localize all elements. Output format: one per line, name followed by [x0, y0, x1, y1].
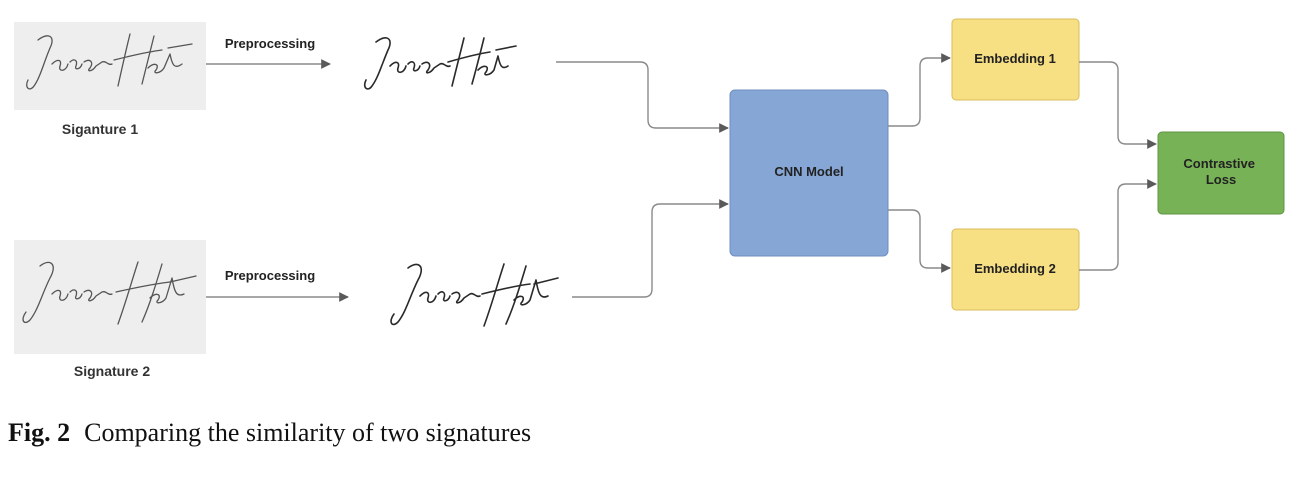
signature-2-processed-ink — [390, 263, 559, 327]
edge-signature-2-to-cnn — [572, 199, 729, 298]
contrastive-loss-box — [1157, 131, 1285, 215]
embedding-1-node: Embedding 1 — [951, 18, 1080, 101]
cnn-model-node: CNN Model — [729, 89, 889, 257]
signature-2-scan — [14, 240, 206, 354]
preprocessing-label-2: Preprocessing — [225, 268, 315, 283]
figure-caption-text: Comparing the similarity of two signatur… — [84, 418, 532, 447]
signature-comparison-diagram: Siganture 1 Preprocessing Signature 2 — [14, 18, 1285, 379]
signature-2-caption: Signature 2 — [74, 363, 150, 379]
cnn-model-box — [729, 89, 889, 257]
edge-embedding-2-to-loss — [1079, 179, 1157, 271]
signature-1-raw-ink — [26, 33, 193, 90]
contrastive-loss-label-line-1: Contrastive — [1183, 156, 1255, 171]
contrastive-loss-label: Contrastive Loss — [1183, 156, 1258, 187]
signature-1-caption: Siganture 1 — [62, 121, 138, 137]
edge-embedding-1-to-loss — [1079, 61, 1157, 149]
signature-2-raw-ink — [22, 261, 197, 325]
edge-cnn-to-embedding-2 — [888, 209, 951, 273]
embedding-2-label: Embedding 2 — [974, 261, 1056, 276]
cnn-model-label: CNN Model — [774, 164, 843, 179]
preprocessing-label-1: Preprocessing — [225, 36, 315, 51]
figure-label: Fig. 2 — [8, 418, 71, 447]
signature-1-scan — [14, 22, 206, 110]
embedding-1-box — [951, 18, 1080, 101]
signature-1-processed-ink — [363, 37, 517, 90]
edge-signature-1-to-cnn — [556, 61, 729, 133]
contrastive-loss-node: Contrastive Loss — [1157, 131, 1285, 215]
embedding-2-node: Embedding 2 — [951, 228, 1080, 311]
figure-caption: Fig. 2 Comparing the similarity of two si… — [8, 418, 531, 448]
embedding-1-label: Embedding 1 — [974, 51, 1056, 66]
contrastive-loss-label-line-2: Loss — [1206, 172, 1236, 187]
edge-cnn-to-embedding-1 — [888, 53, 951, 127]
signature-2-scan-background — [14, 240, 206, 354]
